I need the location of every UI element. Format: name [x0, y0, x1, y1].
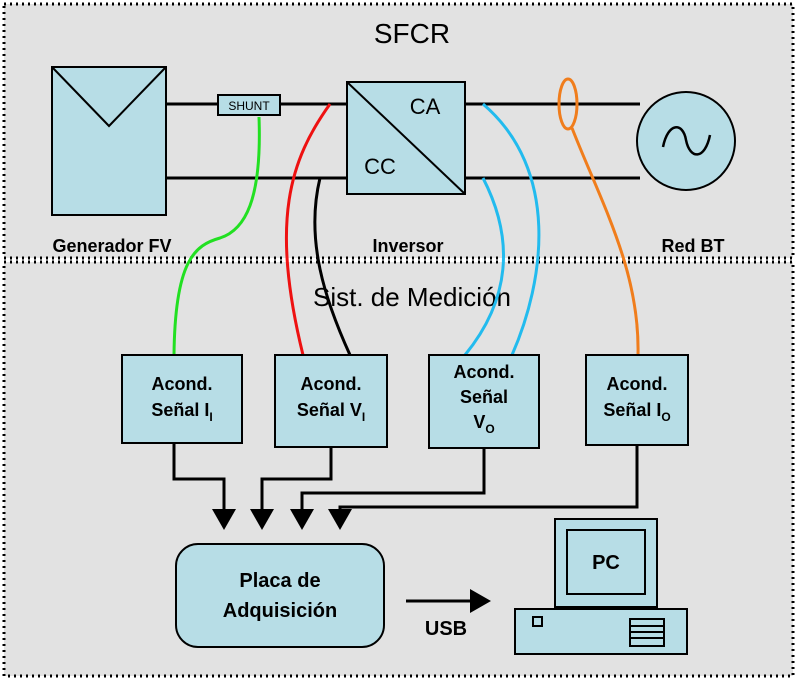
grid-symbol — [636, 91, 736, 191]
inverter-ac-label: CA — [410, 94, 441, 119]
black-wire — [313, 177, 352, 356]
generator-label: Generador FV — [52, 236, 171, 256]
conditioner-vi-box — [274, 354, 388, 448]
measurement-title: Sist. de Medición — [313, 282, 511, 312]
conditioner-ii-box — [121, 354, 243, 444]
acquisition-line1: Placa de — [239, 570, 320, 592]
inverter-dc-label: CC — [364, 154, 396, 179]
conditioner-io-line2: Señal IO — [603, 400, 670, 424]
conditioner-vi-line2: Señal VI — [297, 400, 365, 424]
conditioner-ii-line2: Señal II — [151, 400, 212, 424]
shunt-label: SHUNT — [228, 99, 270, 113]
conditioner-io-box — [585, 354, 689, 446]
sfcr-title: SFCR — [374, 18, 450, 49]
conditioner-vo-line3: VO — [473, 412, 494, 436]
pc-label: PC — [592, 552, 620, 574]
pv-generator — [51, 66, 167, 216]
conditioner-ii-line1: Acond. — [152, 374, 213, 394]
usb-label: USB — [425, 618, 467, 640]
grid-label: Red BT — [662, 236, 725, 256]
conditioner-vo-line2: Señal — [460, 387, 508, 407]
signal-routing — [172, 443, 639, 530]
red-wire — [284, 103, 332, 356]
conditioner-vi-line1: Acond. — [301, 374, 362, 394]
blue-wire-2 — [482, 102, 541, 356]
inverter — [346, 81, 466, 195]
conditioner-vo-line1: Acond. — [454, 362, 515, 382]
acquisition-line2: Adquisición — [223, 600, 337, 622]
measurement-panel — [2, 260, 795, 678]
conditioner-io-line1: Acond. — [607, 374, 668, 394]
shunt-box — [217, 94, 281, 116]
green-wire — [172, 116, 261, 356]
signal-wires — [172, 102, 640, 356]
current-clamp — [557, 77, 579, 131]
inverter-label: Inversor — [372, 236, 443, 256]
blue-wire-1 — [463, 177, 505, 356]
orange-wire — [570, 127, 640, 356]
acquisition-board — [175, 543, 385, 648]
pc-icon — [514, 518, 688, 655]
